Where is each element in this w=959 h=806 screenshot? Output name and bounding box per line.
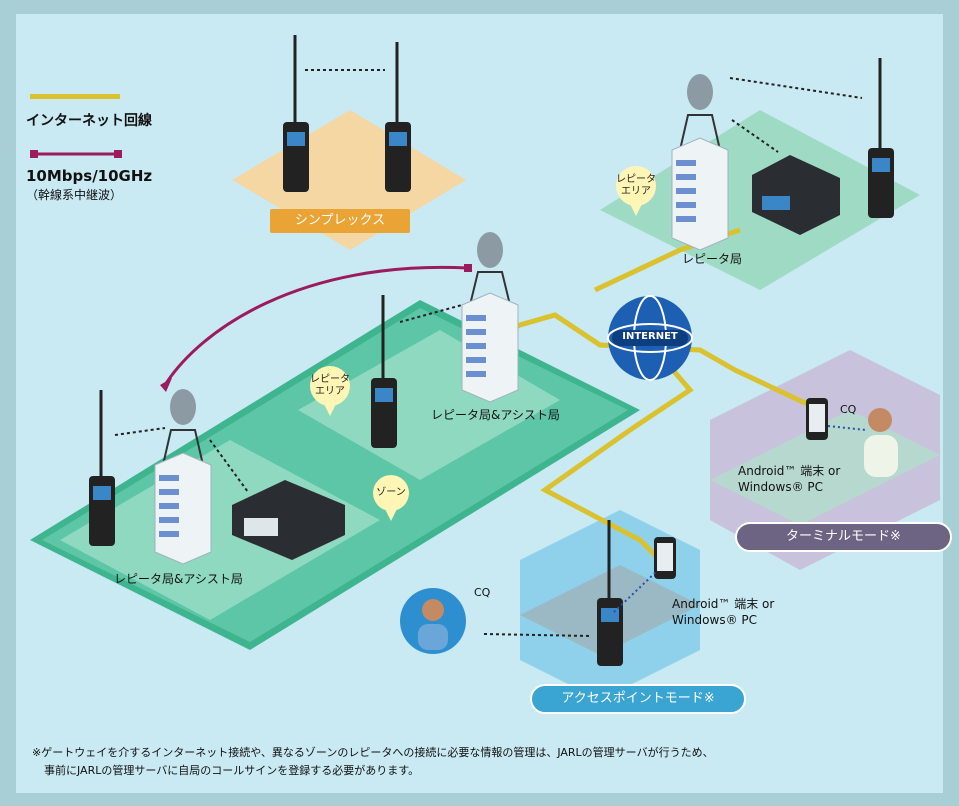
smartphone-icon	[806, 398, 828, 440]
repeater-area-top-line2: エリア	[621, 186, 651, 197]
repeater-assist-center-label: レピータ局&アシスト局	[431, 408, 560, 422]
bubble-tail	[630, 204, 642, 216]
bubble-tail	[324, 404, 336, 416]
cq-terminal-label: CQ	[840, 403, 857, 416]
ap-device-line1: Android™ 端末 or	[672, 597, 775, 611]
microwave-arrowhead	[160, 378, 172, 392]
internet-line-ap	[540, 353, 694, 562]
repeater-area-center-label: レピータ エリア	[308, 374, 352, 398]
legend-microwave-end-left	[30, 150, 38, 158]
footnote: ※ゲートウェイを介するインターネット接続や、異なるゾーンのレピータへの接続に必要…	[32, 744, 714, 780]
legend-internet-swatch	[30, 94, 120, 99]
internet-line-center-terminal	[488, 312, 822, 413]
repeater-area-center-line1: レピータ	[310, 374, 350, 385]
mobile-rig-icon	[232, 480, 345, 560]
repeater-area-top-line1: レピータ	[616, 174, 656, 185]
repeater-area-center-line2: エリア	[315, 386, 345, 397]
base-station-rig-icon	[752, 155, 840, 235]
repeater-station-label: レピータ局	[682, 252, 743, 266]
handheld-radio-icon	[371, 295, 397, 448]
operator-person-icon	[400, 588, 466, 654]
zone-label: ゾーン	[376, 487, 406, 498]
cq-ap-label: CQ	[474, 586, 491, 599]
terminal-device-label: Android™ 端末 or Windows® PC	[738, 463, 840, 495]
microwave-link	[163, 265, 469, 386]
ap-device-label: Android™ 端末 or Windows® PC	[672, 596, 774, 628]
terminal-local-link	[827, 425, 867, 431]
repeater-area-bubble-top	[616, 166, 656, 206]
handheld-radio-icon	[868, 58, 894, 218]
smartphone-icon	[654, 537, 676, 579]
globe-icon	[607, 295, 693, 381]
terminal-mode-label: ターミナルモード※	[735, 522, 952, 552]
microwave-endpoint	[464, 264, 472, 272]
handheld-radio-icon	[283, 35, 309, 192]
building-icon	[154, 452, 212, 565]
operator-person-icon	[864, 408, 898, 477]
legend-microwave-label: 10Mbps/10GHz	[26, 167, 153, 185]
ap-device-line2: Windows® PC	[672, 613, 757, 627]
footnote-panel	[16, 720, 943, 793]
legend-internet-label: インターネット回線	[26, 113, 152, 129]
repeater-assist-left-label: レピータ局&アシスト局	[114, 572, 243, 586]
radio-links	[114, 69, 863, 637]
repeater-area-left	[60, 440, 380, 620]
bubble-tail	[385, 509, 397, 521]
handheld-radio-icon	[385, 42, 411, 192]
building-icon	[671, 137, 729, 251]
repeater-area-bubble-center	[310, 366, 350, 406]
zone-bubble	[373, 475, 409, 511]
simplex-label: シンプレックス	[270, 209, 410, 233]
handheld-radio-icon	[597, 520, 623, 666]
repeater-area-top-label: レピータ エリア	[614, 174, 658, 198]
terminal-device-line1: Android™ 端末 or	[738, 464, 841, 478]
handheld-radio-icon	[89, 390, 115, 546]
legend-microwave-sub: （幹線系中継波）	[26, 188, 123, 202]
legend-microwave-end-right	[114, 150, 122, 158]
footnote-line-1: ※ゲートウェイを介するインターネット接続や、異なるゾーンのレピータへの接続に必要…	[32, 746, 714, 759]
internet-label: INTERNET	[622, 331, 678, 342]
building-icon	[461, 292, 519, 403]
access-point-mode-label: アクセスポイントモード※	[530, 684, 746, 714]
terminal-device-line2: Windows® PC	[738, 480, 823, 494]
footnote-line-2: 事前にJARLの管理サーバに自局のコールサインを登録する必要があります。	[44, 764, 420, 777]
